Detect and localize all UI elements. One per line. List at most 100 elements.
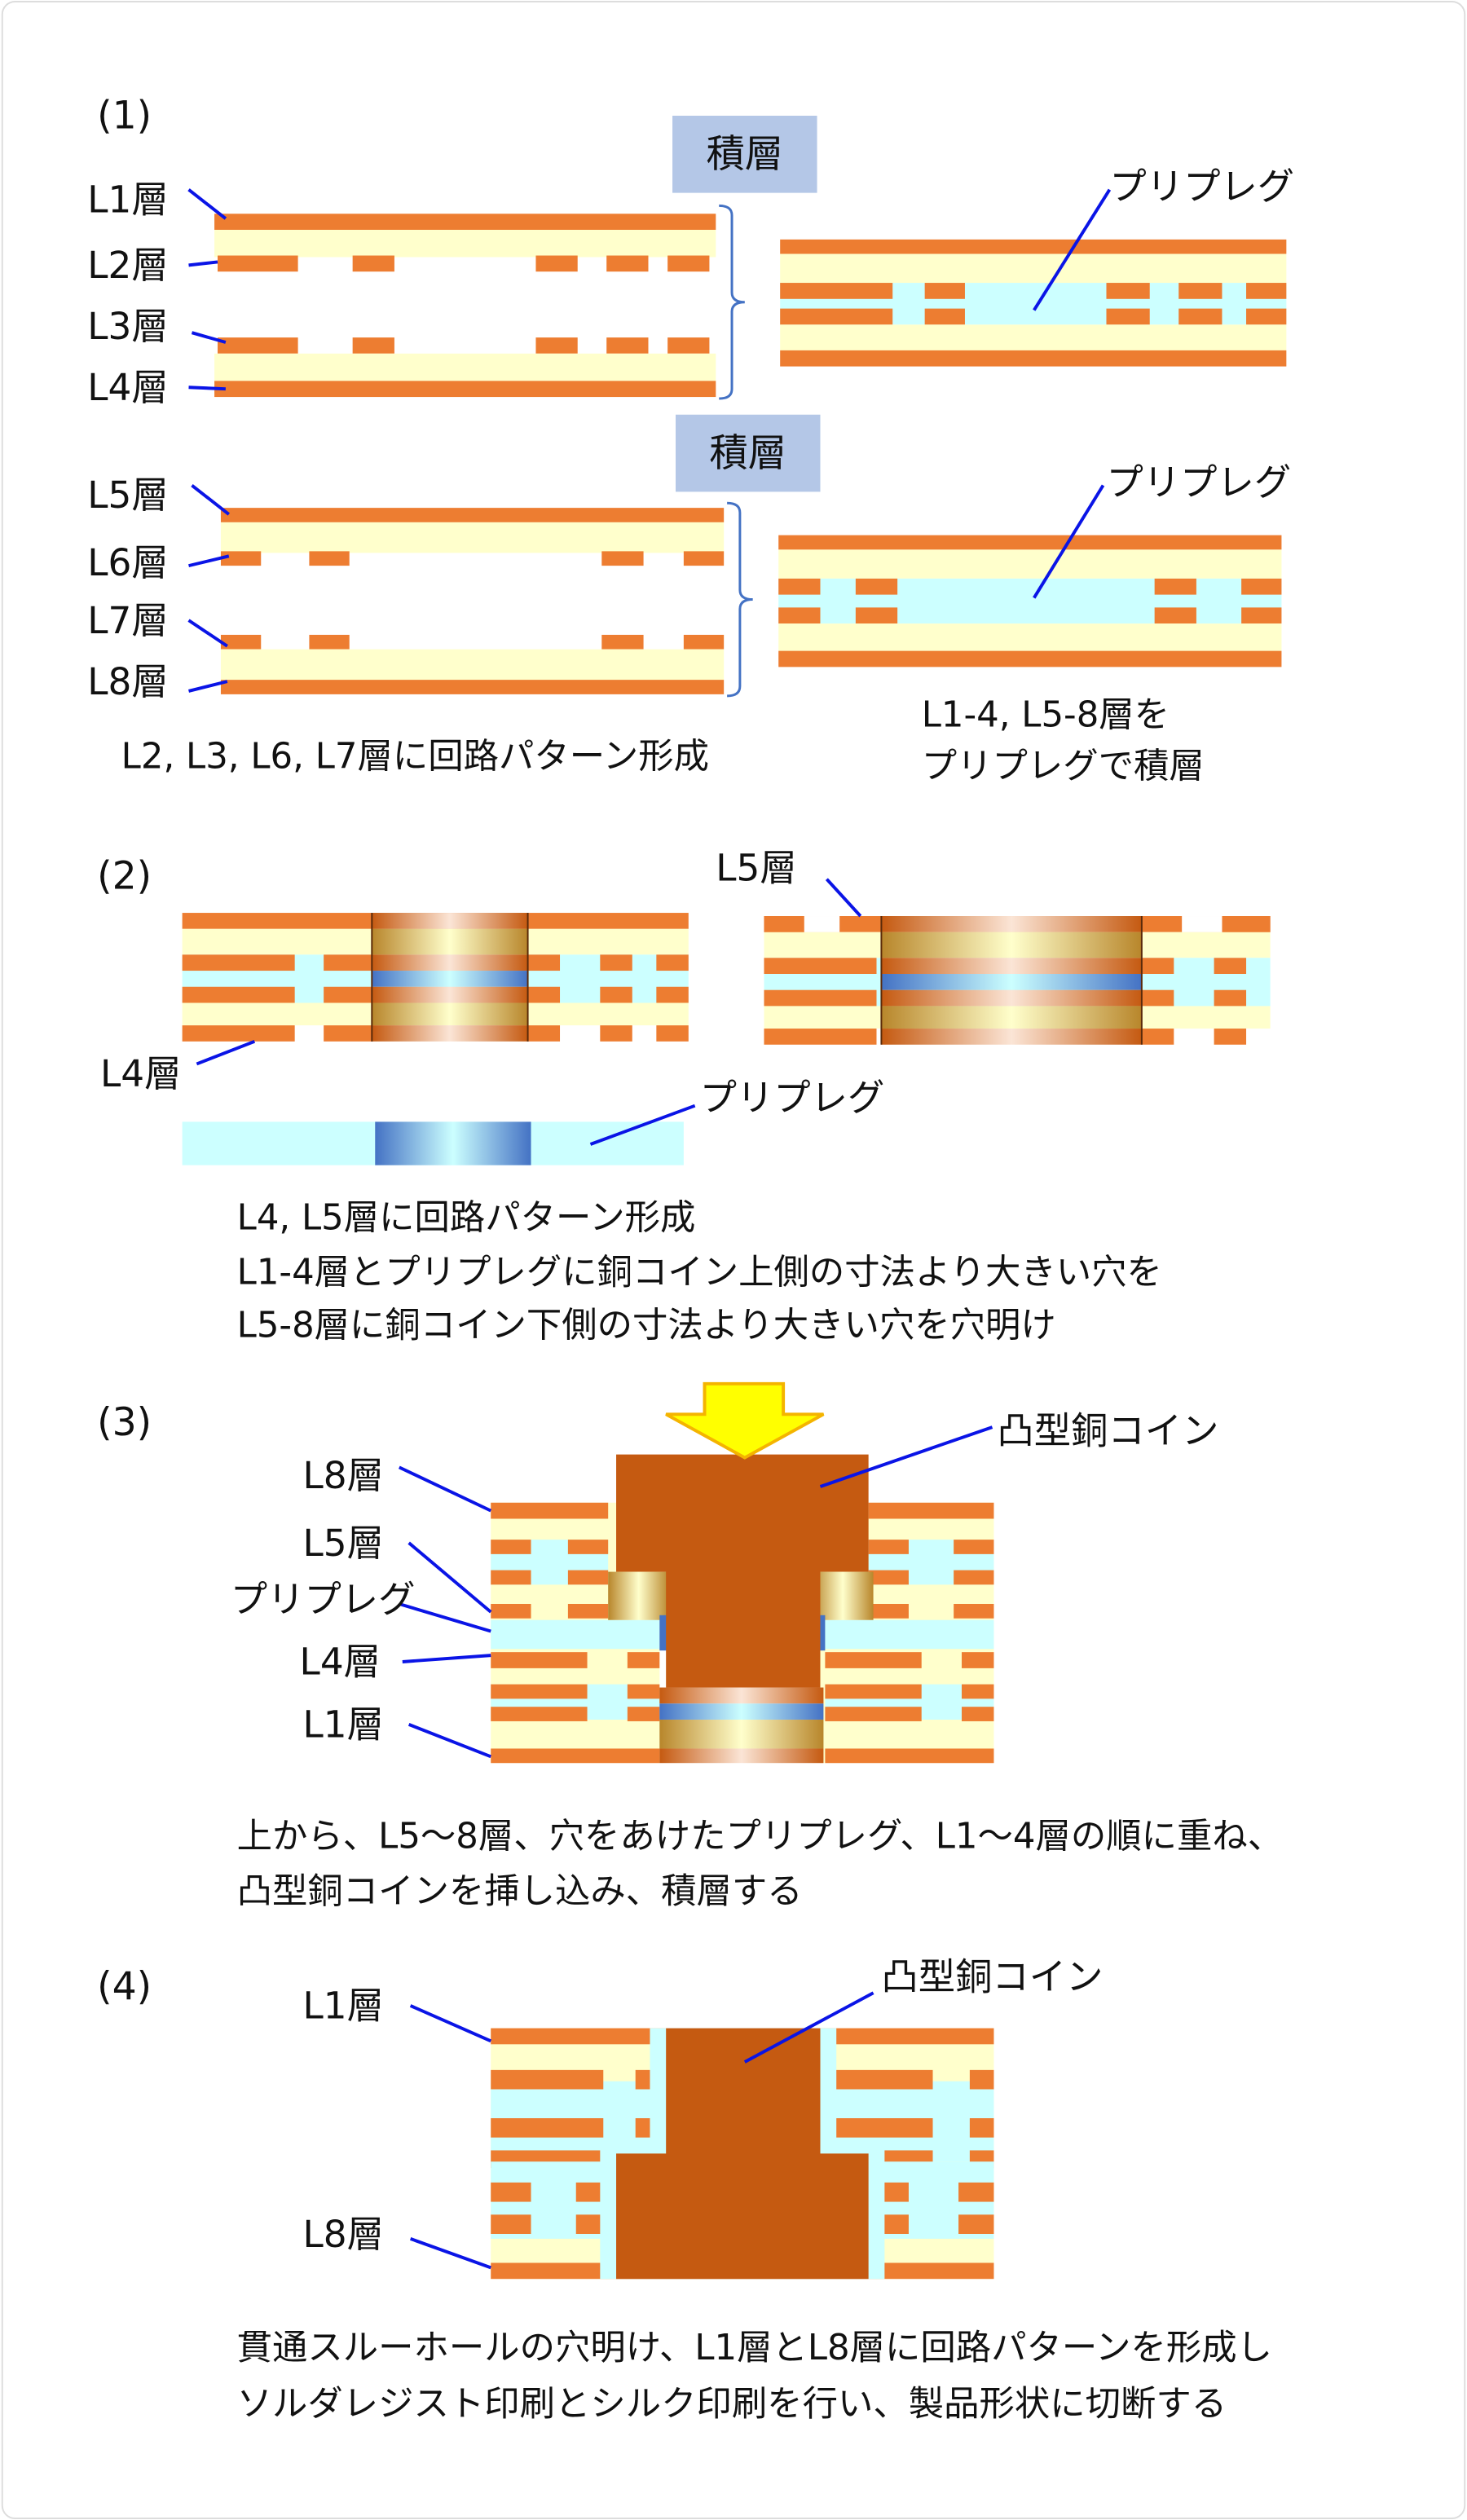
step-4-label-l1: L1層 — [303, 1985, 384, 2028]
step-3-label-l1: L1層 — [303, 1703, 384, 1747]
leader-coin — [819, 1425, 993, 1488]
copper-trace — [820, 2118, 933, 2138]
label-l2: L2層 — [87, 244, 168, 287]
copper-trace — [656, 954, 689, 971]
prepreg — [825, 1619, 994, 1650]
copper-trace — [1141, 1029, 1174, 1045]
label-l4: L4層 — [87, 366, 168, 409]
copper-trace — [601, 634, 644, 650]
core — [778, 623, 1282, 651]
hole-copper — [372, 954, 528, 971]
copper-trace — [527, 986, 561, 1003]
copper — [1222, 916, 1271, 932]
leader-s3-l5 — [408, 1541, 492, 1614]
leader-prepreg-1 — [1033, 188, 1112, 311]
step-4-number: (4) — [97, 1964, 152, 2009]
copper-trace — [954, 1603, 994, 1619]
copper-trace — [780, 283, 893, 299]
hole-core — [659, 1719, 824, 1749]
hole-core — [372, 1002, 528, 1026]
copper-trace — [962, 1684, 994, 1699]
step-2-caption-3: L5-8層に銅コイン下側の寸法より大きい穴を穴明け — [237, 1306, 1056, 1346]
copper-trace — [1246, 308, 1287, 325]
copper-trace — [683, 551, 725, 566]
l1-copper — [491, 1748, 660, 1764]
prepreg — [778, 578, 1282, 624]
step-4-label-l8: L8層 — [303, 2213, 384, 2256]
hole-copper — [881, 1029, 1142, 1045]
gap — [804, 916, 840, 932]
copper-trace — [954, 1540, 994, 1554]
brace — [719, 204, 745, 400]
copper-trace — [764, 958, 877, 974]
prepreg-hole — [375, 1121, 531, 1165]
prepreg-label-1: プリプレグ — [1109, 165, 1294, 209]
copper-trace — [527, 954, 561, 971]
label-l8: L8層 — [87, 660, 168, 703]
copper-trace — [820, 2069, 933, 2090]
copper-trace — [491, 1603, 531, 1619]
step-2-label-l4: L4層 — [100, 1052, 181, 1095]
leader-l6 — [188, 554, 230, 568]
hole-copper — [881, 989, 1142, 1007]
copper-trace — [962, 1707, 994, 1721]
copper-trace — [491, 2069, 604, 2090]
leader-l5 — [191, 483, 231, 516]
copper-trace — [778, 578, 821, 595]
copper-trace — [1214, 1029, 1247, 1045]
core — [214, 229, 716, 258]
label-l3: L3層 — [87, 305, 168, 348]
copper — [778, 535, 1282, 550]
step-3-label-l5: L5層 — [303, 1522, 384, 1565]
step-3-caption-1: 上から、L5～8層、穴をあけたプリプレグ、L1～4層の順に重ね、 — [237, 1817, 1283, 1857]
copper-trace — [220, 551, 262, 566]
gap — [1182, 916, 1222, 932]
copper-trace — [218, 255, 298, 272]
label-l1: L1層 — [87, 178, 168, 221]
copper — [778, 650, 1282, 667]
copper-trace — [491, 1652, 588, 1668]
stack-label-2: 積層 — [709, 431, 786, 476]
label-l6: L6層 — [87, 541, 168, 584]
hole-shoulder — [608, 1571, 670, 1620]
step-2-caption-2: L1-4層とプリプレグに銅コイン上側の寸法より大きい穴を — [237, 1253, 1162, 1293]
copper-trace — [535, 255, 578, 272]
hole-copper — [372, 913, 528, 929]
copper-trace — [567, 1570, 609, 1585]
copper-trace — [352, 337, 394, 354]
stack-label-1: 積層 — [706, 132, 783, 177]
l8-copper — [220, 680, 725, 694]
copper-trace — [182, 1025, 295, 1042]
copper-trace — [924, 283, 965, 299]
leader-l1 — [187, 188, 227, 220]
copper-trace — [491, 1570, 531, 1585]
leader-s4-l8 — [409, 2237, 491, 2270]
leader-s4-coin — [743, 1991, 874, 2064]
copper-trace — [600, 986, 632, 1003]
label-l5: L5層 — [87, 474, 168, 517]
copper-trace — [667, 255, 710, 272]
copper — [780, 239, 1287, 254]
copper-coin — [616, 1454, 869, 1688]
core — [214, 353, 716, 381]
copper-trace — [1141, 958, 1174, 974]
step-3-coin-label: 凸型銅コイン — [997, 1409, 1218, 1452]
copper-trace — [1106, 308, 1150, 325]
step-1-number: (1) — [97, 94, 152, 139]
copper-trace — [606, 255, 649, 272]
copper-trace — [491, 1540, 531, 1554]
leader-s3-l4 — [402, 1654, 491, 1663]
stack-box-2 — [676, 414, 821, 492]
copper-trace — [1154, 578, 1196, 595]
copper-trace — [182, 986, 295, 1003]
leader-l7 — [187, 619, 228, 648]
copper-trace — [491, 1684, 588, 1699]
core — [778, 549, 1282, 579]
l5-copper — [220, 508, 725, 522]
copper-trace — [309, 551, 350, 566]
l4-copper — [214, 381, 716, 398]
prepreg-edge — [659, 1615, 670, 1651]
core — [220, 522, 725, 553]
step-2-prepreg-label: プリプレグ — [700, 1077, 885, 1120]
copper — [764, 916, 804, 932]
